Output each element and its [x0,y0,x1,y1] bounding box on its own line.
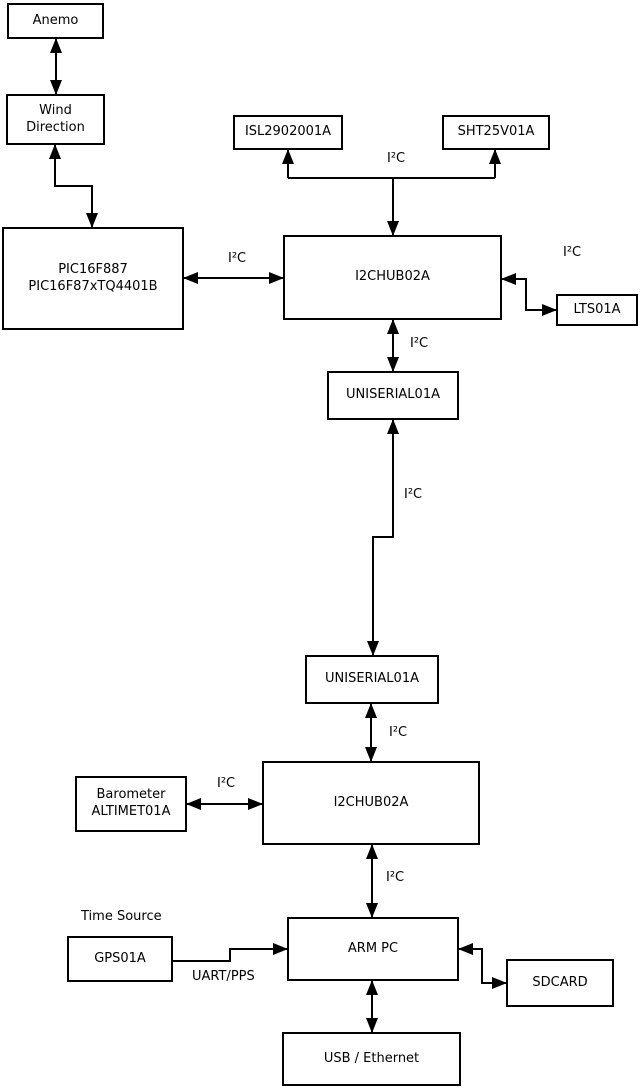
node-uniserial01a-top: UNISERIAL01A [327,371,459,420]
node-isl2902001a: ISL2902001A [233,115,343,150]
node-gps01a: GPS01A [67,936,173,982]
node-i2chub02a-bottom: I2CHUB02A [262,761,480,845]
node-label: I2CHUB02A [355,269,430,285]
node-label: PIC16F887 [58,261,128,277]
edge-label-i2c-lts: I²C [563,245,582,260]
connector-gps-armpc [173,943,288,962]
node-label: Wind [39,102,72,118]
node-label: Barometer [96,787,166,803]
connector-armpc-sdcard [458,943,507,989]
connector-winddirection-pic [49,144,98,228]
node-label: LTS01A [573,301,621,317]
connector-i2chub-lts [501,273,557,316]
node-label: ARM PC [347,940,399,956]
connector-uniserial-uniserial [367,419,399,656]
node-label: USB / Ethernet [323,1050,420,1066]
edge-label-i2c-hub-uniserial: I²C [410,336,429,351]
node-label: PIC16F87xTQ4401B [28,278,158,294]
node-pic16f887: PIC16F887 PIC16F87xTQ4401B [2,227,184,330]
edge-label-uart-pps: UART/PPS [192,969,255,984]
node-label: UNISERIAL01A [346,387,440,403]
node-label: SDCARD [532,974,588,990]
edge-label-i2c-long-link: I²C [404,487,423,502]
node-label: ALTIMET01A [91,804,171,819]
node-wind-direction: Wind Direction [6,94,105,145]
node-uniserial01a-bottom: UNISERIAL01A [305,655,439,704]
node-label: UNISERIAL01A [325,671,419,687]
node-anemo: Anemo [7,3,104,39]
node-label: ISL2902001A [244,124,332,140]
node-label: SHT25V01A [457,124,535,140]
node-lts01a: LTS01A [556,294,638,326]
node-label: I2CHUB02A [333,794,409,810]
node-label: Anemo [32,12,79,28]
node-i2chub02a-top: I2CHUB02A [283,235,502,320]
node-sht25v01a: SHT25V01A [442,115,550,150]
edge-label-i2c-pic: I²C [228,251,247,266]
edge-label-i2c-hub2-armpc: I²C [386,870,405,885]
node-arm-pc: ARM PC [287,917,459,981]
node-label: Direction [26,119,85,135]
edge-label-i2c-barometer: I²C [217,776,236,791]
edge-label-time-source: Time Source [81,909,162,924]
node-sdcard: SDCARD [506,959,614,1007]
edge-label-i2c-bus-top: I²C [387,151,406,166]
node-barometer-altimet01a: Barometer ALTIMET01A [75,776,187,832]
node-usb-ethernet: USB / Ethernet [282,1032,461,1086]
node-label: GPS01A [94,950,146,966]
edge-label-i2c-uniserial-hub2: I²C [389,725,408,740]
